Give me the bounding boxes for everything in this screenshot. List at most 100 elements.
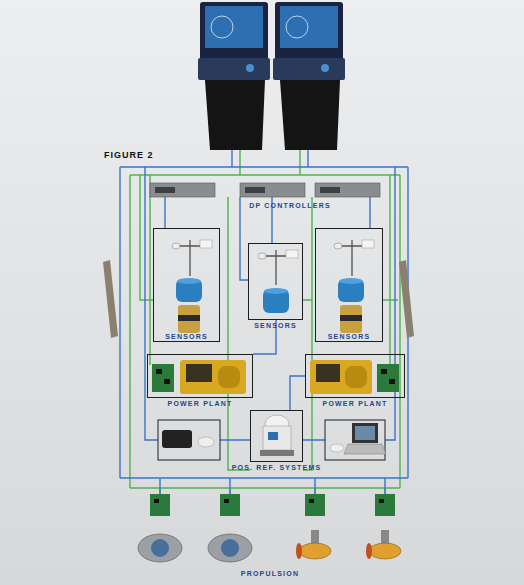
azimuth-pod <box>369 543 401 559</box>
wind-sensor-cup <box>172 243 180 249</box>
tunnel-thruster <box>208 534 252 562</box>
console-pedestal <box>280 80 340 150</box>
gyro-compass <box>176 279 202 302</box>
gyro-top <box>177 278 201 284</box>
wind-sensor-cup <box>334 243 342 249</box>
azimuth-pod <box>299 543 331 559</box>
card-chip <box>381 369 387 374</box>
dp-controller <box>315 183 380 197</box>
gps-receiver <box>162 430 192 448</box>
controller-unit <box>240 183 305 197</box>
group-label: DP CONTROLLERS <box>249 202 331 209</box>
thruster-unit <box>296 494 331 559</box>
node-label: POS. REF. SYSTEMS <box>232 464 322 471</box>
group-label: PROPULSION <box>241 570 299 577</box>
card-chip <box>156 369 162 374</box>
motion-sensor-band <box>340 315 362 321</box>
green-wire <box>130 150 400 488</box>
blue-wire <box>145 167 395 440</box>
engine-block <box>186 364 212 382</box>
wind-sensor-vane <box>362 240 374 248</box>
turret-window <box>268 432 278 440</box>
operator-console <box>198 2 270 150</box>
blue-network <box>120 150 408 494</box>
gyro-top <box>264 288 288 294</box>
controller-unit <box>315 183 380 197</box>
motion-sensor-band <box>178 315 200 321</box>
card-chip <box>164 379 170 384</box>
console-frame <box>200 2 268 60</box>
terminal-bar <box>399 260 414 338</box>
motion-sensor <box>178 305 200 333</box>
posref-box: POS. REF. SYSTEMS <box>250 410 303 462</box>
laptop-keyboard <box>344 444 386 454</box>
control-card <box>375 494 395 516</box>
engine-block <box>316 364 340 382</box>
sensor-box: SENSORS <box>248 243 303 320</box>
sensor-box: SENSORS <box>153 228 220 342</box>
console-panel <box>198 58 270 80</box>
sensor-set <box>258 250 298 313</box>
controller-display <box>155 187 175 193</box>
control-card <box>220 494 240 516</box>
posref-box <box>158 420 220 460</box>
wind-sensor-vane <box>200 240 212 248</box>
node-label: SENSORS <box>165 333 208 340</box>
generator-set <box>310 360 372 394</box>
card-chip <box>389 379 395 384</box>
controller-display <box>320 187 340 193</box>
gyro-compass <box>338 279 364 302</box>
console-joystick <box>246 64 254 72</box>
power-plant <box>310 360 399 394</box>
blue-wire <box>160 478 385 494</box>
screen-radar <box>286 16 308 38</box>
green-wire <box>140 175 398 494</box>
console-panel <box>273 58 345 80</box>
gyro-top <box>339 278 363 284</box>
power-plant-box: POWER PLANT <box>147 354 253 398</box>
tunnel-thruster <box>138 534 182 562</box>
card-chip <box>154 499 159 503</box>
screen-radar <box>211 16 233 38</box>
posref-box <box>325 420 385 460</box>
thruster-unit <box>138 494 182 562</box>
console-joystick <box>321 64 329 72</box>
wind-sensor-vane <box>286 250 298 258</box>
blue-wire <box>120 150 408 478</box>
card-chip <box>379 499 384 503</box>
node-label: POWER PLANT <box>168 400 233 407</box>
pod-propeller <box>366 543 372 559</box>
generator-set <box>180 360 246 394</box>
sensor-set <box>172 240 212 333</box>
sensor-set <box>334 240 374 333</box>
thruster-propeller <box>151 539 169 557</box>
gyro-compass <box>263 289 289 313</box>
operator-console <box>273 2 345 150</box>
green-network <box>130 150 400 494</box>
figure-title: FIGURE 2 <box>104 150 154 160</box>
dp-controller <box>240 183 305 197</box>
dp-controller <box>150 183 215 197</box>
console-frame <box>275 2 343 60</box>
control-card <box>150 494 170 516</box>
power-plant <box>152 360 246 394</box>
thruster-unit <box>366 494 401 559</box>
thruster-unit <box>208 494 252 562</box>
control-card <box>377 364 399 392</box>
card-chip <box>224 499 229 503</box>
motion-sensor <box>340 305 362 333</box>
console-screen <box>280 6 338 48</box>
thruster-propeller <box>221 539 239 557</box>
alternator <box>345 366 367 388</box>
controller-unit <box>150 183 215 197</box>
laptop-screen <box>352 423 378 443</box>
alternator <box>218 366 240 388</box>
node-label: SENSORS <box>254 322 297 329</box>
node-label: SENSORS <box>328 333 371 340</box>
dgps-antenna <box>330 444 344 452</box>
card-chip <box>309 499 314 503</box>
console-screen <box>205 6 263 48</box>
